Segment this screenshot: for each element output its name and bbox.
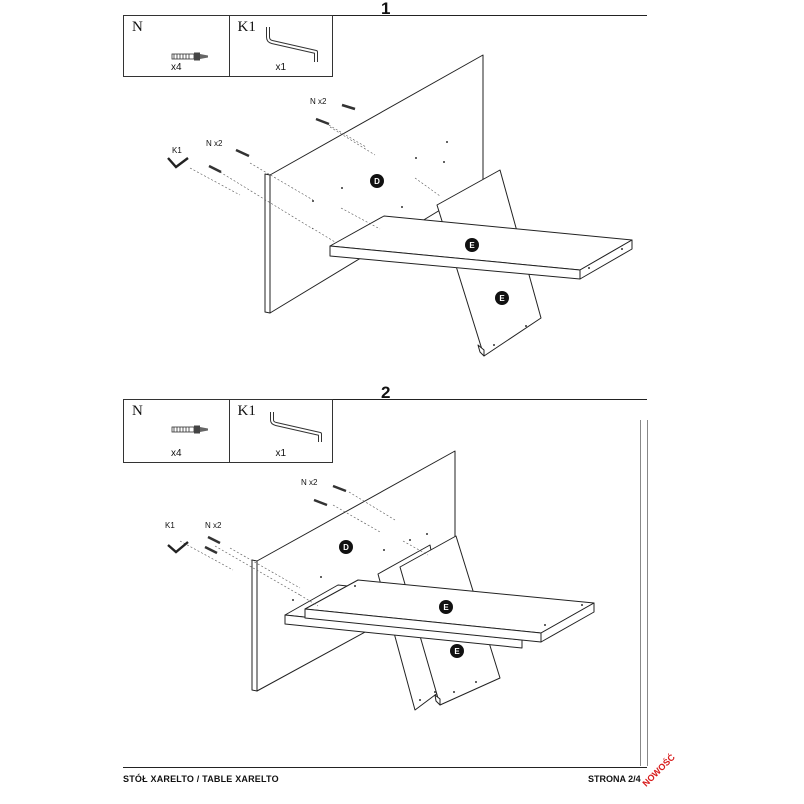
part-k1-cell: K1 x1 — [228, 16, 333, 76]
callout-key: K1 — [165, 521, 175, 530]
allen-key-icon — [269, 412, 322, 442]
footer-rule — [123, 767, 647, 768]
footer-title: STÓŁ XARELTO / TABLE XARELTO — [123, 774, 279, 784]
callout-n-top: N x2 — [310, 97, 327, 106]
screw-icon — [204, 484, 347, 555]
callout-n-left: N x2 — [206, 139, 223, 148]
part-n-cell: N x4 — [124, 16, 229, 76]
step-1-number: 1 — [381, 0, 391, 18]
panel-letter-back: D — [343, 543, 349, 552]
screw-icon — [171, 425, 208, 434]
panel-letter-leg: E — [499, 294, 505, 303]
part-qty: x1 — [275, 62, 287, 73]
part-qty: x1 — [275, 448, 287, 459]
part-code: K1 — [237, 19, 256, 35]
screw-icon — [208, 103, 356, 174]
step-1-rule — [123, 15, 647, 16]
callout-key: K1 — [172, 146, 182, 155]
allen-key-icon — [167, 157, 189, 169]
panel-letter-shelf: E — [443, 603, 449, 612]
panel-letter-leg: E — [454, 647, 460, 656]
callout-n-left: N x2 — [205, 521, 222, 530]
panel-letter-shelf: E — [469, 241, 475, 250]
step-2-number: 2 — [381, 383, 391, 402]
screw-icon — [171, 52, 208, 61]
part-qty: x4 — [170, 448, 182, 459]
part-qty: x4 — [170, 62, 182, 73]
step-2-parts-box: N x4 K1 x1 — [123, 399, 333, 463]
allen-key-icon — [265, 27, 318, 62]
part-n-cell: N x4 — [124, 400, 229, 462]
part-k1-cell: K1 x1 — [228, 400, 333, 462]
step-2-rule — [123, 399, 647, 400]
part-code: N — [132, 19, 143, 35]
part-code: K1 — [237, 403, 256, 419]
panel-letter-back: D — [374, 177, 380, 186]
allen-key-icon — [167, 541, 189, 554]
footer-page-number: STRONA 2/4 — [588, 774, 641, 784]
callout-n-top: N x2 — [301, 478, 318, 487]
margin-lines — [640, 420, 648, 766]
part-code: N — [132, 403, 143, 419]
step-1-parts-box: N x4 K1 x1 — [123, 15, 333, 77]
